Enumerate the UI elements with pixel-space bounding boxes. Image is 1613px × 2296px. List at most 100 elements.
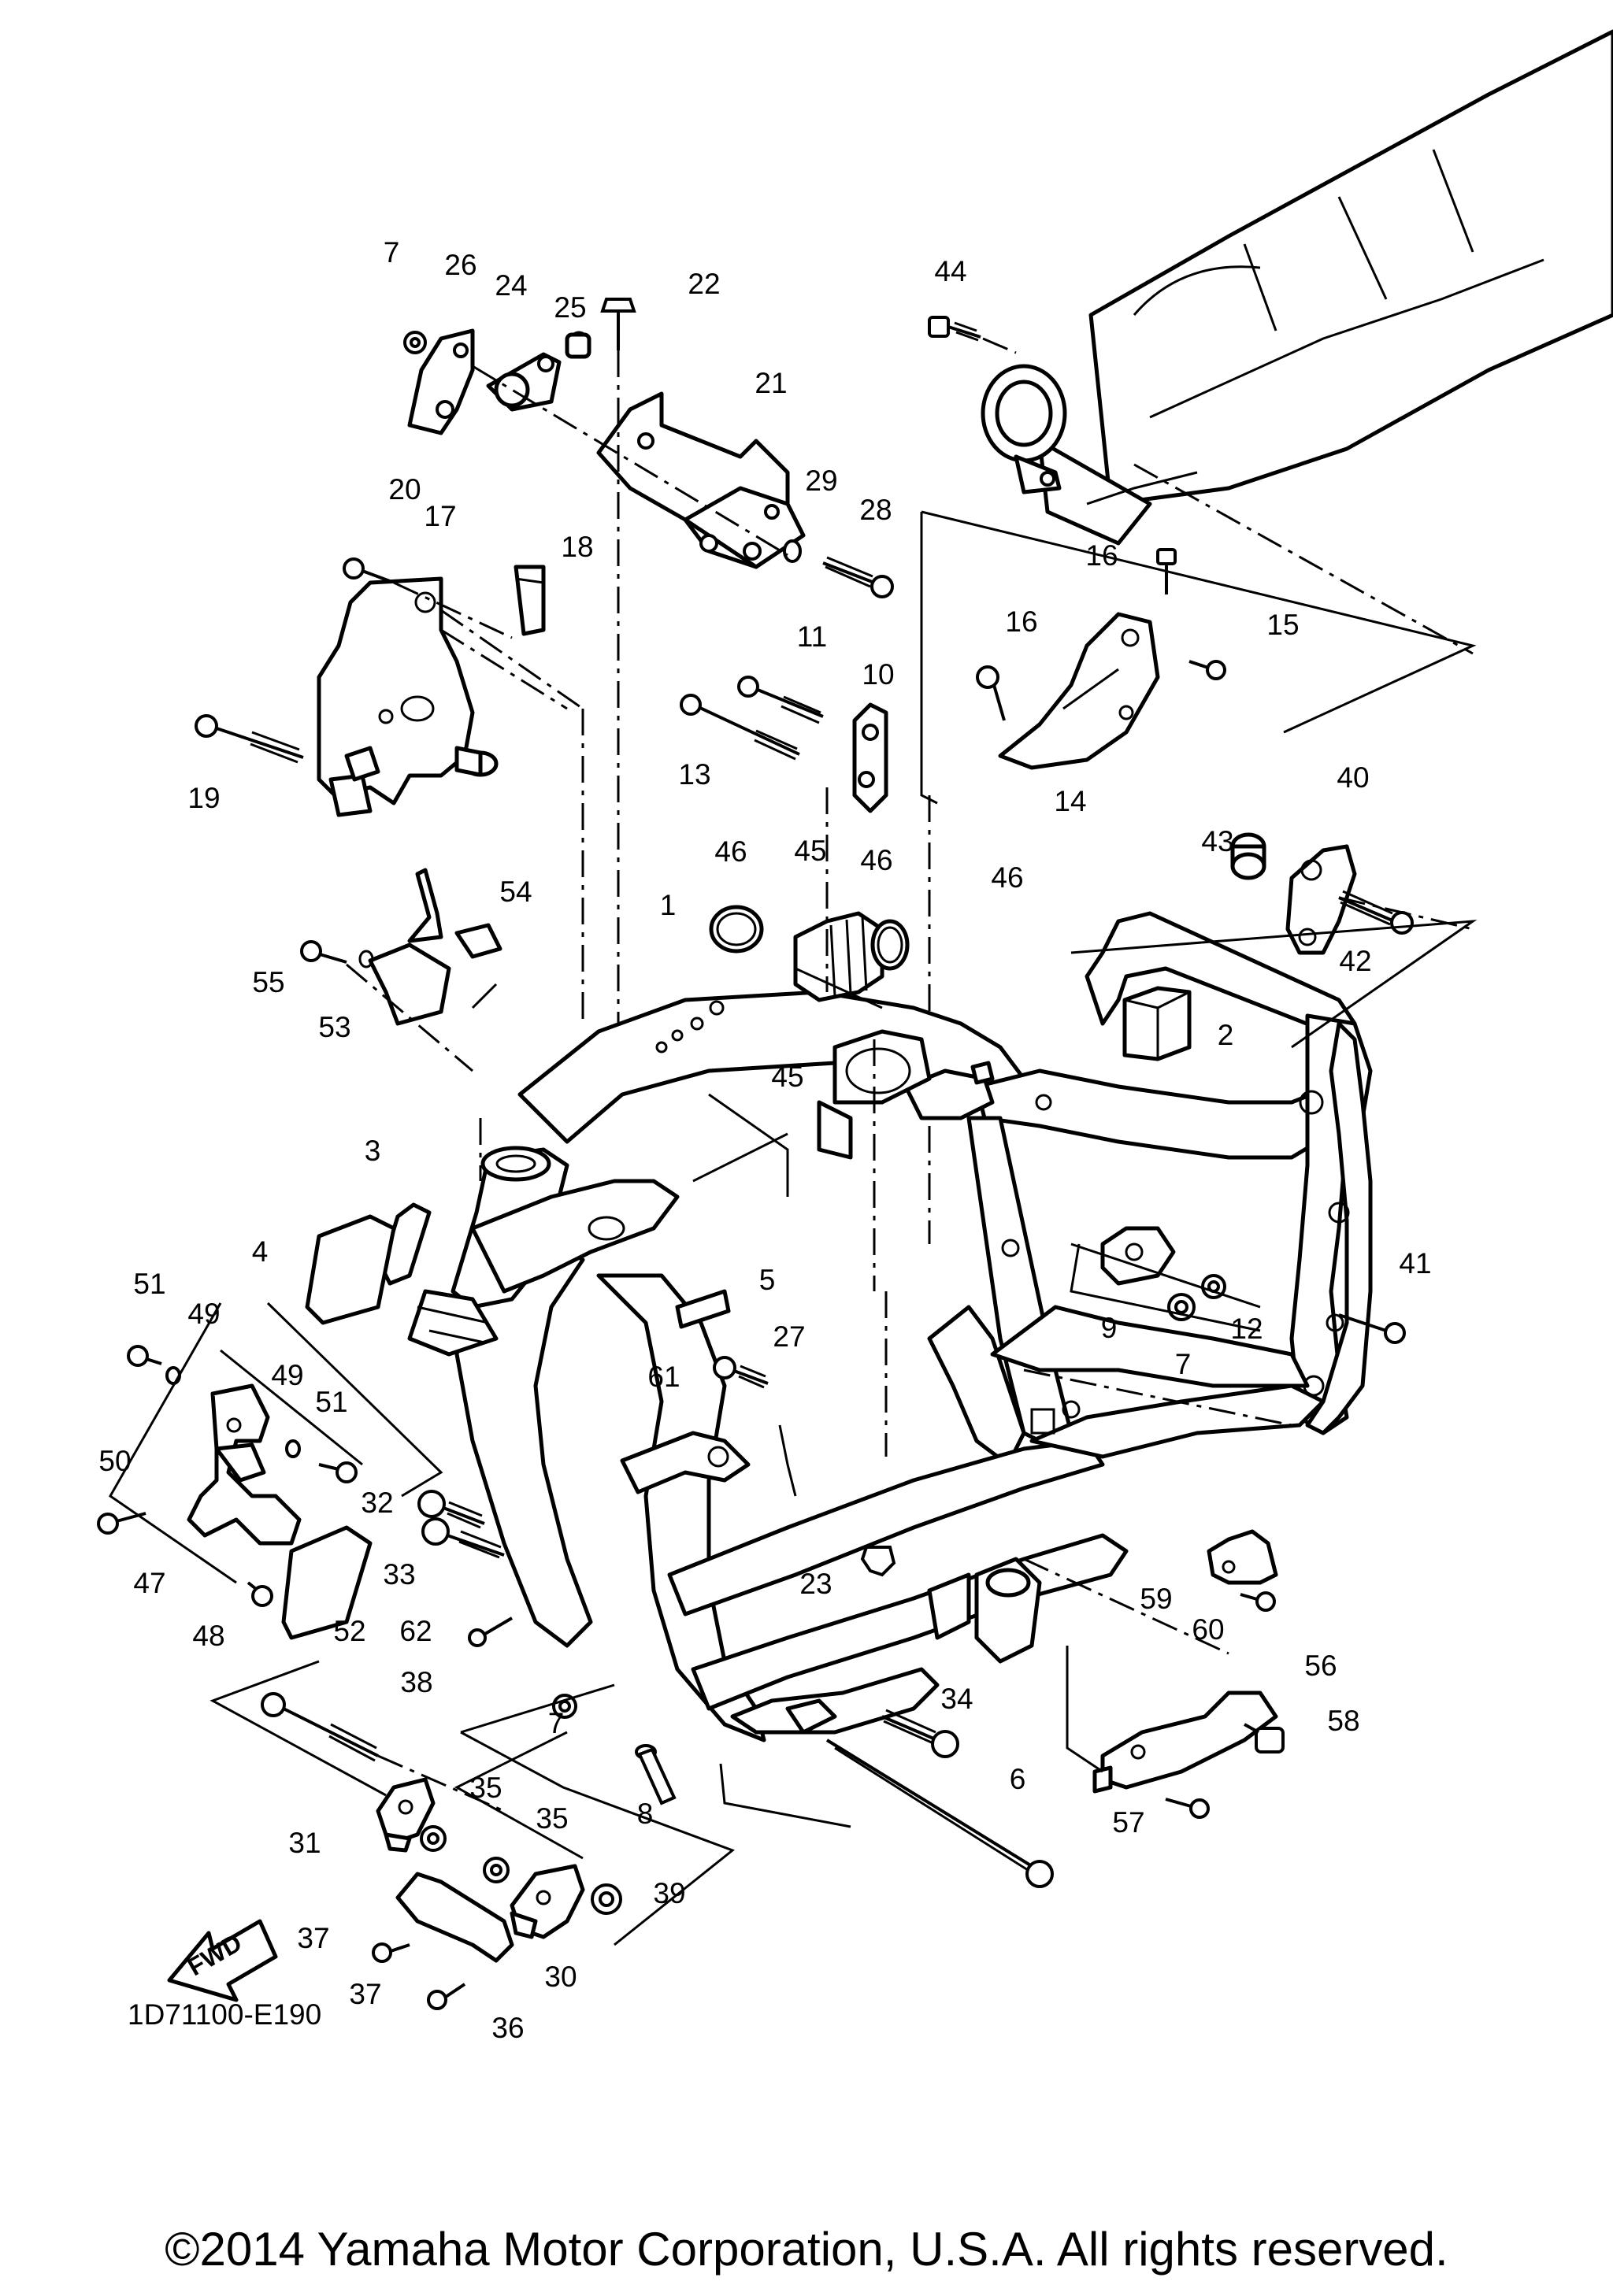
washer-49-left <box>165 1366 181 1385</box>
washer-29 <box>783 539 802 563</box>
callout-39: 39 <box>653 1877 685 1909</box>
callout-35: 35 <box>536 1802 568 1835</box>
callout-37: 37 <box>297 1922 329 1954</box>
callout-36: 36 <box>491 2012 524 2044</box>
callout-34: 34 <box>940 1683 973 1715</box>
callout-7: 7 <box>1175 1348 1192 1380</box>
callout-40: 40 <box>1337 761 1369 794</box>
callout-60: 60 <box>1192 1613 1224 1646</box>
callout-4: 4 <box>252 1235 269 1268</box>
callout-16: 16 <box>1005 605 1037 638</box>
callout-17: 17 <box>424 500 456 532</box>
callout-7: 7 <box>548 1707 565 1739</box>
callout-51: 51 <box>315 1386 347 1418</box>
bracket-31 <box>376 1777 436 1853</box>
callout-9: 9 <box>1101 1312 1118 1344</box>
callout-8: 8 <box>637 1798 654 1830</box>
callout-22: 22 <box>688 268 720 300</box>
main-frame-1 <box>407 911 1373 1742</box>
callout-7: 7 <box>384 236 400 268</box>
bolt-44 <box>928 316 1017 354</box>
callout-49: 49 <box>187 1298 220 1330</box>
bolt-28 <box>822 556 894 598</box>
nut-7-top <box>403 331 427 354</box>
bracket-14 <box>998 612 1160 770</box>
bolt-6 <box>825 1739 1054 1888</box>
callout-61: 61 <box>647 1361 680 1393</box>
bracket-61 <box>620 1431 751 1494</box>
callout-45: 45 <box>771 1061 803 1093</box>
bolt-15 <box>1188 660 1226 680</box>
collar-43 <box>1230 832 1266 880</box>
callout-31: 31 <box>288 1827 321 1859</box>
callout-2: 2 <box>1218 1019 1234 1051</box>
nut-35-upper <box>420 1825 447 1852</box>
forward-arrow-icon: FWD <box>167 1919 278 2002</box>
bolt-37-upper <box>372 1942 410 1963</box>
muffler <box>981 29 1613 655</box>
bolt-57 <box>1165 1798 1210 1819</box>
bracket-30 <box>510 1864 585 1939</box>
label-5 <box>675 1289 731 1329</box>
bolt-8 <box>635 1744 677 1805</box>
callout-41: 41 <box>1399 1247 1431 1279</box>
bracket-plate-52 <box>281 1525 373 1640</box>
callout-11: 11 <box>797 620 827 653</box>
bolt-48 <box>247 1581 273 1607</box>
callout-30: 30 <box>544 1961 577 1993</box>
nut-23 <box>860 1546 896 1577</box>
callout-46: 46 <box>860 844 892 876</box>
bolt-62 <box>468 1616 514 1647</box>
callout-19: 19 <box>187 782 220 814</box>
callout-32: 32 <box>361 1487 393 1519</box>
bolt-32 <box>417 1490 485 1529</box>
bolt-60 <box>1240 1591 1276 1612</box>
callout-47: 47 <box>133 1567 165 1599</box>
callout-38: 38 <box>400 1666 432 1698</box>
bolt-22 <box>600 298 636 1087</box>
callout-44: 44 <box>934 255 966 287</box>
callout-6: 6 <box>1010 1763 1026 1795</box>
bolt-51-right <box>318 1461 358 1483</box>
callout-46: 46 <box>714 835 747 868</box>
callout-labels: 1234567778910111213141516161718192021222… <box>98 236 1431 2044</box>
callout-27: 27 <box>773 1320 805 1353</box>
callout-46: 46 <box>991 861 1023 894</box>
callout-15: 15 <box>1266 609 1299 641</box>
clamp-46-left <box>709 905 764 954</box>
bolt-27 <box>713 1356 769 1389</box>
washer-49-right <box>285 1439 301 1458</box>
bolt-37-lower <box>427 1983 466 2010</box>
callout-12: 12 <box>1230 1313 1263 1345</box>
reference-lines <box>109 510 1478 1946</box>
bolt-51-left <box>127 1345 162 1367</box>
clamp-46-frame <box>970 1061 995 1085</box>
diagram-code: 1D71100-E190 <box>128 1998 322 2031</box>
callout-10: 10 <box>862 658 894 691</box>
bolt-16-lower <box>976 665 1006 721</box>
callout-5: 5 <box>759 1264 776 1296</box>
callout-18: 18 <box>561 531 593 563</box>
bolt-16-upper <box>1156 548 1177 594</box>
copyright-notice: ©2014 Yamaha Motor Corporation, U.S.A. A… <box>165 2223 1448 2276</box>
engine-plate-17 <box>317 576 499 817</box>
callout-37: 37 <box>349 1978 381 2010</box>
bracket-53 <box>358 868 451 1026</box>
callout-23: 23 <box>799 1568 832 1600</box>
nut-35-lower <box>483 1857 510 1883</box>
callout-62: 62 <box>399 1615 432 1647</box>
callout-54: 54 <box>499 876 532 908</box>
callout-55: 55 <box>252 966 284 998</box>
callout-56: 56 <box>1304 1650 1337 1682</box>
callout-57: 57 <box>1112 1806 1144 1839</box>
callout-29: 29 <box>805 465 837 497</box>
callout-50: 50 <box>98 1445 131 1477</box>
engine-mount-bracket-21 <box>596 391 806 569</box>
callout-59: 59 <box>1140 1583 1172 1615</box>
nut-39 <box>591 1883 622 1915</box>
callout-42: 42 <box>1339 945 1371 977</box>
damper-18 <box>514 565 546 636</box>
callout-14: 14 <box>1054 785 1086 817</box>
